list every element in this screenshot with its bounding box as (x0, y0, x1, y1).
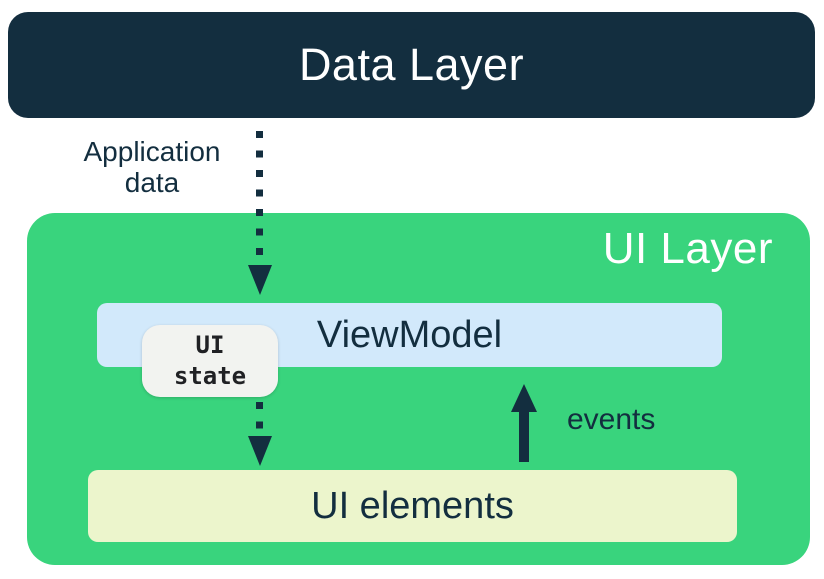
data-layer-label: Data Layer (298, 39, 525, 90)
application-data-label: Application data (64, 136, 240, 198)
data-layer-box: Data Layer (8, 12, 815, 118)
ui-elements-label: UI elements (311, 484, 514, 527)
application-data-line2: data (124, 167, 180, 198)
ui-state-badge: UI state (142, 325, 278, 397)
dotted-arrow-application-data (256, 131, 263, 264)
ui-state-line1: UI (195, 331, 225, 359)
ui-elements-box: UI elements (88, 470, 737, 542)
events-label: events (567, 403, 656, 436)
dotted-arrow-ui-state (256, 402, 263, 436)
arrowhead-down-icon (248, 265, 272, 295)
application-data-line1: Application (83, 136, 221, 167)
viewmodel-label: ViewModel (316, 313, 503, 356)
events-arrow (519, 410, 529, 462)
ui-layer-label: UI Layer (602, 224, 773, 273)
arrowhead-up-icon (511, 384, 537, 412)
arrowhead-down-icon (248, 436, 272, 466)
ui-state-line2: state (173, 362, 247, 390)
